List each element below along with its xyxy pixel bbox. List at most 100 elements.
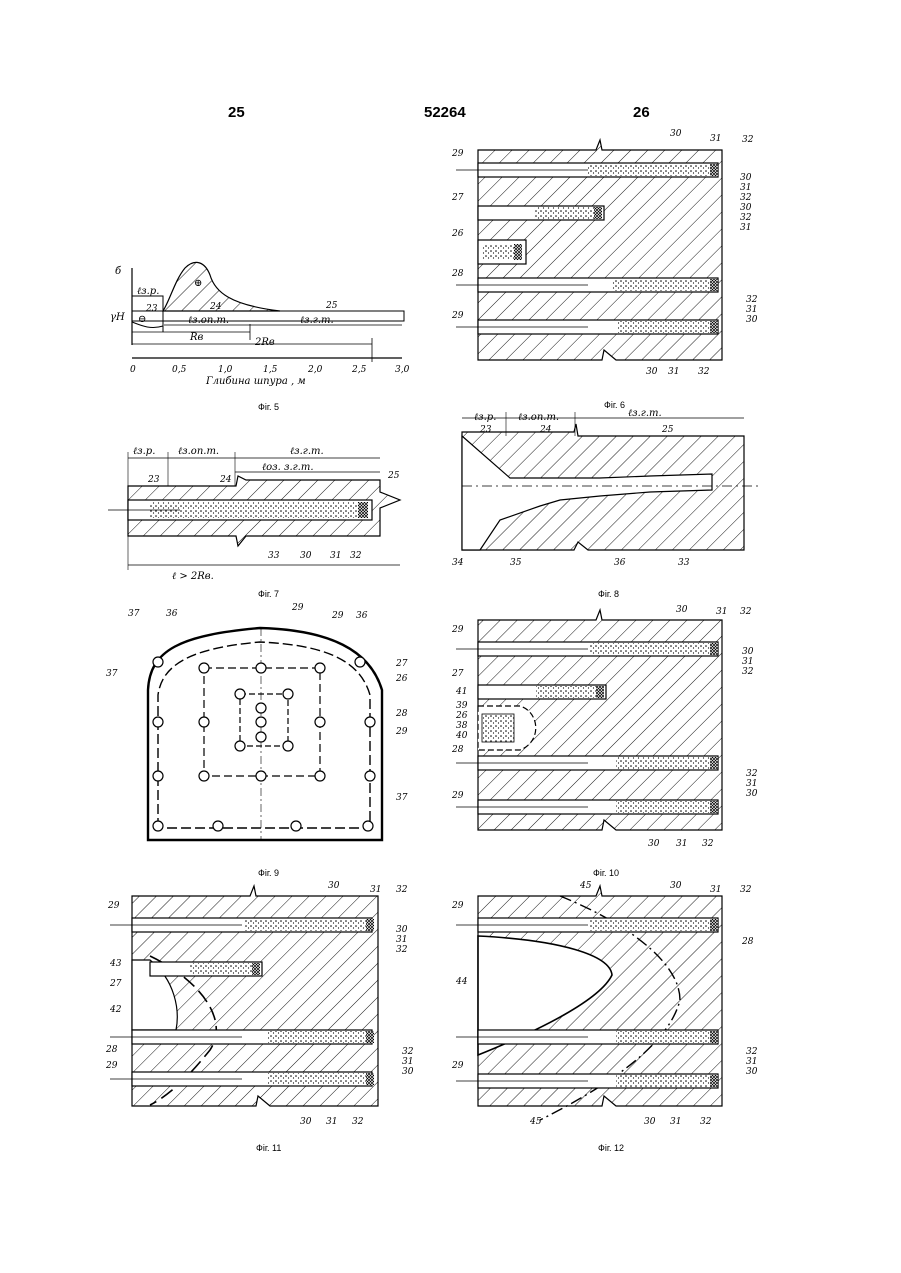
fig7-l-zopt: ℓз.оп.т. <box>178 446 219 457</box>
fig8-n35: 35 <box>510 558 522 568</box>
fig10-label: 30 <box>746 789 758 799</box>
fig12-label: 29 <box>451 1061 464 1071</box>
fig5-x-axis-label: Глибина шпура , м <box>205 376 306 387</box>
fig6-hole-27 <box>478 206 604 220</box>
fig11-label: 29 <box>107 901 120 911</box>
fig5-l-zopt: ℓз.оп.т. <box>188 315 229 326</box>
fig8-l-zgt: ℓз.г.т. <box>628 408 662 419</box>
fig9-label: 26 <box>395 674 408 684</box>
fig8-zone-24: 24 <box>539 425 552 435</box>
fig6-label: 28 <box>451 269 464 279</box>
fig6-label: 27 <box>451 193 464 203</box>
fig9-label: 29 <box>291 603 304 613</box>
figure-12: 29 45 30 31 32 28 44 29 32 31 30 45 30 3… <box>451 881 758 1127</box>
fig5-tick-1: 0,5 <box>172 365 187 375</box>
fig6-label: 26 <box>451 229 464 239</box>
fig6-hole-29b <box>456 320 718 334</box>
fig6-label: 30 <box>646 367 658 377</box>
fig12-label: 30 <box>670 881 682 891</box>
fig5-two-r-v: 2Rв <box>254 337 275 348</box>
fig5-zone-bar <box>132 311 404 321</box>
fig12-label: 31 <box>670 1117 681 1127</box>
fig10-label: 30 <box>648 839 660 849</box>
fig12-label: 32 <box>746 1047 758 1057</box>
fig6-label: 31 <box>710 134 721 144</box>
fig5-zone-25: 25 <box>325 301 338 311</box>
fig10-label: 38 <box>456 721 468 731</box>
fig6-label: 29 <box>451 311 464 321</box>
fig10-label: 30 <box>742 647 754 657</box>
figure-6: 29 30 31 32 27 30 31 32 30 26 32 31 28 3… <box>451 129 758 377</box>
fig10-label: 31 <box>746 779 757 789</box>
fig6-label: 32 <box>746 295 758 305</box>
caption-fig7: Фіг. 7 <box>258 589 279 599</box>
fig9-label: 37 <box>106 669 118 679</box>
fig12-label: 45 <box>579 881 592 891</box>
fig7-zone-24: 24 <box>219 475 232 485</box>
figure-9: 37 36 29 29 36 37 27 26 28 29 37 <box>106 603 408 840</box>
fig10-label: 29 <box>451 625 464 635</box>
fig7-l-zr: ℓз.р. <box>133 446 155 457</box>
fig5-l-zgt: ℓз.г.т. <box>300 315 334 326</box>
fig10-label: 32 <box>702 839 714 849</box>
fig11-label: 32 <box>396 885 408 895</box>
caption-fig6: Фіг. 6 <box>604 400 625 410</box>
fig10-label: 40 <box>455 731 468 741</box>
fig11-label: 32 <box>402 1047 414 1057</box>
fig10-label: 39 <box>456 701 468 711</box>
fig11-label: 27 <box>109 979 122 989</box>
fig6-label: 30 <box>670 129 682 139</box>
fig6-label: 30 <box>746 315 758 325</box>
fig11-label: 42 <box>109 1005 122 1015</box>
fig6-label: 30 <box>740 203 752 213</box>
fig8-l-zr: ℓз.р. <box>474 412 496 423</box>
fig11-label: 32 <box>352 1117 364 1127</box>
caption-fig8: Фіг. 8 <box>598 589 619 599</box>
fig7-l-zgt: ℓз.г.т. <box>290 446 324 457</box>
fig11-label: 28 <box>105 1045 118 1055</box>
fig11-label: 30 <box>328 881 340 891</box>
fig12-label: 31 <box>746 1057 757 1067</box>
fig6-label: 31 <box>740 223 751 233</box>
fig12-label: 32 <box>700 1117 712 1127</box>
figure-5: б γH ⊕ ⊖ ℓз.р. 23 24 25 ℓз.оп.т. ℓз.г.т.… <box>110 262 410 387</box>
fig9-label: 29 <box>395 727 408 737</box>
fig10-label: 27 <box>451 669 464 679</box>
fig5-tick-3: 1,5 <box>263 365 278 375</box>
fig7-l-ozgt: ℓоз. з.г.т. <box>262 462 314 473</box>
fig7-n31: 31 <box>330 551 341 561</box>
fig10-label: 32 <box>740 607 752 617</box>
fig9-label: 36 <box>356 611 368 621</box>
fig8-zone-25: 25 <box>661 425 674 435</box>
caption-fig10: Фіг. 10 <box>593 868 619 878</box>
caption-fig11: Фіг. 11 <box>256 1143 281 1153</box>
fig5-r-v: Rв <box>189 332 204 343</box>
fig12-label: 32 <box>740 885 752 895</box>
figure-7: ℓз.р. ℓз.оп.т. ℓз.г.т. ℓоз. з.г.т. 23 24… <box>108 446 400 582</box>
fig9-label: 27 <box>395 659 408 669</box>
fig11-label: 32 <box>396 945 408 955</box>
fig7-n30: 30 <box>300 551 312 561</box>
fig5-y-sigma: б <box>115 266 122 277</box>
fig9-label: 37 <box>128 609 140 619</box>
figure-10: 29 30 31 32 30 31 32 27 41 39 26 38 40 2… <box>451 605 758 849</box>
fig6-label: 32 <box>740 193 752 203</box>
fig12-label: 45 <box>529 1117 542 1127</box>
fig10-label: 31 <box>676 839 687 849</box>
caption-fig12: Фіг. 12 <box>598 1143 624 1153</box>
fig10-label: 30 <box>676 605 688 615</box>
fig11-label: 30 <box>402 1067 414 1077</box>
fig10-label: 31 <box>742 657 753 667</box>
fig6-hole-26 <box>478 240 526 264</box>
fig12-label: 30 <box>746 1067 758 1077</box>
fig10-label: 29 <box>451 791 464 801</box>
figure-8: ℓз.р. ℓз.оп.т. ℓз.г.т. 23 24 25 34 35 36… <box>452 408 760 568</box>
fig6-label: 32 <box>742 135 754 145</box>
fig5-tick-4: 2,0 <box>307 365 323 375</box>
fig6-label: 32 <box>698 367 710 377</box>
fig11-label: 31 <box>326 1117 337 1127</box>
fig6-hole-28 <box>456 278 718 292</box>
fig10-label: 41 <box>455 687 467 697</box>
fig5-stress-curve <box>163 262 280 311</box>
